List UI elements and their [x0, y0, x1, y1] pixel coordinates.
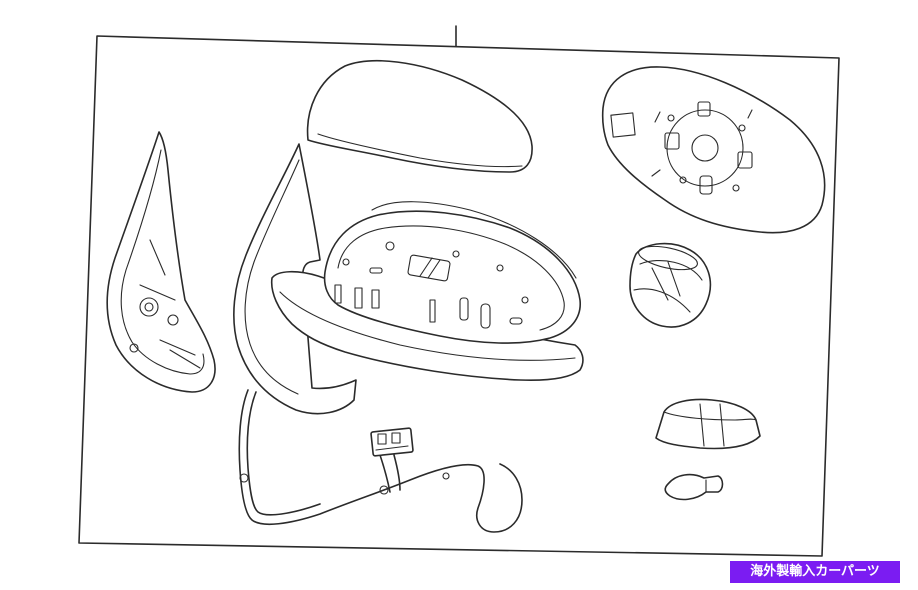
mirror-frame	[323, 201, 581, 344]
diagram-frame	[78, 35, 840, 557]
connector	[370, 427, 414, 457]
mirror-glass	[601, 66, 826, 234]
lamp-assembly	[655, 398, 761, 450]
wiring-harness	[238, 389, 523, 533]
bulb	[664, 473, 724, 501]
mount-bracket	[106, 131, 216, 393]
mirror-cover-cap	[306, 59, 533, 173]
power-motor	[629, 242, 712, 328]
shop-banner: 海外製輸入カーパーツ	[730, 561, 900, 583]
